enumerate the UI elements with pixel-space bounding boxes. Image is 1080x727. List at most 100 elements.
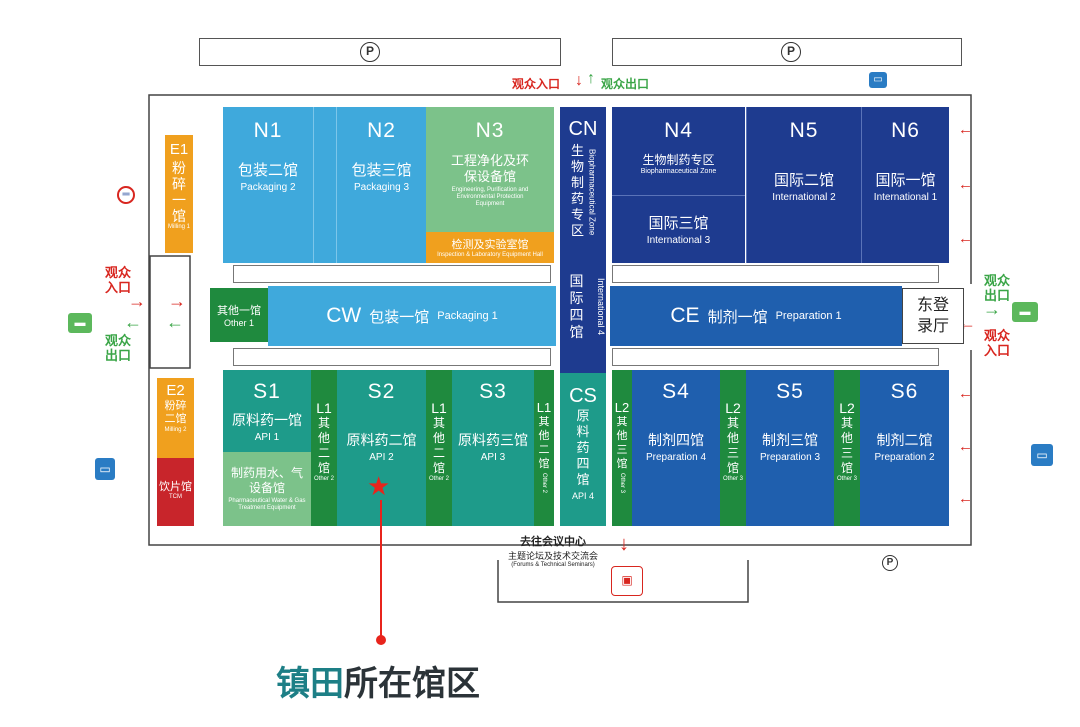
hall-l1-c[interactable]: L1 其他二馆 Other 2 bbox=[534, 370, 554, 526]
hall-l1-a[interactable]: L1 其他二馆 Other 2 bbox=[311, 370, 337, 526]
caption: 镇田所在馆区 bbox=[276, 656, 480, 705]
hall-name-en: Other 3 bbox=[722, 476, 743, 482]
hall-code: N6 bbox=[891, 119, 920, 142]
hall-code: S2 bbox=[367, 380, 396, 403]
hall-l2-c[interactable]: L2 其他三馆 Other 3 bbox=[834, 370, 860, 526]
hall-name-cn: 粉碎一馆 bbox=[172, 160, 186, 224]
hall-cs[interactable]: CS 原料药四馆 API 4 bbox=[560, 373, 606, 526]
conference-subtitle: 主题论坛及技术交流会 bbox=[507, 551, 598, 561]
hall-name-en: Preparation 1 bbox=[775, 310, 842, 322]
hall-name-cn: 生物制药专区 bbox=[570, 143, 584, 238]
hall-code: S3 bbox=[479, 380, 507, 403]
hall-cn[interactable]: CN 生物制药专区 Biopharmaceutical Zone bbox=[560, 107, 606, 263]
conference-title: 去往会议中心 bbox=[520, 536, 586, 548]
leader-line bbox=[380, 500, 382, 638]
hall-code: L1 bbox=[431, 400, 447, 416]
arrow-icon: ← bbox=[166, 312, 184, 332]
hall-name-cn: 原料药三馆 bbox=[458, 432, 528, 448]
hall-code: N4 bbox=[664, 119, 693, 142]
hall-n3-sub[interactable]: 检测及实验室馆 Inspection & Laboratory Equipmen… bbox=[426, 232, 554, 263]
hall-n1[interactable]: N1 包装二馆 Packaging 2 bbox=[223, 107, 313, 263]
right-exit-label: 观众出口 bbox=[983, 273, 1010, 303]
hall-intl4[interactable]: 国际四馆 International 4 bbox=[560, 263, 606, 373]
hall-code: CE bbox=[670, 304, 700, 327]
parking-icon: P bbox=[360, 42, 380, 62]
parking-lot-left: P bbox=[199, 38, 561, 66]
arrow-icon: → bbox=[128, 291, 146, 311]
hall-l2-b[interactable]: L2 其他三馆 Other 3 bbox=[720, 370, 746, 526]
hall-name-en: Other 1 bbox=[223, 318, 254, 328]
parking-icon: P bbox=[882, 555, 898, 571]
hall-s6[interactable]: S6 制剂二馆 Preparation 2 bbox=[860, 370, 949, 526]
hall-n4[interactable]: N4 生物制药专区 Biopharmaceutical Zone bbox=[612, 107, 745, 195]
hall-n4-sub[interactable]: 国际三馆 International 3 bbox=[612, 195, 745, 263]
bus-icon: ▭ bbox=[869, 72, 887, 88]
hall-name-en: Biopharmaceutical Zone bbox=[587, 148, 597, 236]
hall-name-en: International 3 bbox=[646, 235, 711, 246]
corridor bbox=[233, 265, 551, 283]
arrow-icon: ← bbox=[958, 121, 973, 138]
hall-name-en: Packaging 2 bbox=[240, 182, 296, 193]
hall-name-en: API 2 bbox=[369, 452, 394, 463]
hall-name-cn: 国际三馆 bbox=[648, 215, 709, 232]
hall-tcm[interactable]: 饮片馆 TCM bbox=[157, 458, 194, 526]
hall-e1[interactable]: E1 粉碎一馆 Milling 1 bbox=[165, 135, 193, 253]
parking-icon: P bbox=[781, 42, 801, 62]
top-exit-label: 观众出口 bbox=[601, 77, 650, 91]
hall-e2[interactable]: E2 粉碎二馆 Milling 2 bbox=[157, 378, 194, 458]
hall-name-en: Milling 1 bbox=[167, 224, 190, 230]
hall-code: L2 bbox=[839, 400, 855, 416]
hall-name-cn: 原料药一馆 bbox=[232, 412, 302, 428]
hall-code: N1 bbox=[253, 119, 283, 142]
hall-code: L2 bbox=[725, 400, 741, 416]
hall-name-en: International 1 bbox=[873, 192, 938, 203]
hall-name-cn: 粉碎二馆 bbox=[164, 400, 187, 425]
hall-code: N3 bbox=[475, 119, 505, 142]
caption-highlight: 镇田 bbox=[276, 665, 344, 703]
hall-name-en: Pharmaceutical Water & Gas Treatment Equ… bbox=[228, 498, 306, 511]
hall-name-cn: 其他三馆 bbox=[616, 416, 628, 470]
hall-l2-a[interactable]: L2 其他三馆 Other 3 bbox=[612, 370, 632, 526]
hall-name-en: Preparation 4 bbox=[645, 452, 707, 463]
hall-ce[interactable]: CE 制剂一馆 Preparation 1 bbox=[610, 286, 902, 346]
hall-l1-b[interactable]: L1 其他二馆 Other 2 bbox=[426, 370, 452, 526]
hall-s3[interactable]: S3 原料药三馆 API 3 bbox=[452, 370, 534, 526]
hall-name-cn: 原料药二馆 bbox=[346, 432, 417, 448]
hall-code: L1 bbox=[536, 400, 552, 415]
leader-dot bbox=[376, 635, 386, 645]
hall-name-cn: 生物制药专区 bbox=[642, 153, 715, 167]
hall-name-en: Biopharmaceutical Zone bbox=[640, 168, 717, 175]
hall-name-en: API 3 bbox=[480, 452, 506, 463]
hall-cw[interactable]: CW 包装一馆 Packaging 1 bbox=[268, 286, 556, 346]
hall-name-cn: 其他一馆 bbox=[217, 305, 261, 317]
hall-s4[interactable]: S4 制剂四馆 Preparation 4 bbox=[632, 370, 720, 526]
arrow-icon: → bbox=[168, 291, 186, 311]
lobby-label: 东登录厅 bbox=[916, 297, 949, 335]
hall-s1[interactable]: S1 原料药一馆 API 1 bbox=[223, 370, 311, 452]
arrow-icon: ← bbox=[958, 490, 973, 507]
hall-code: L1 bbox=[316, 400, 332, 416]
car-icon: ▬ bbox=[1012, 302, 1038, 322]
hall-n2[interactable]: N2 包装三馆 Packaging 3 bbox=[337, 107, 426, 263]
corridor bbox=[612, 265, 939, 283]
hall-n6[interactable]: N6 国际一馆 International 1 bbox=[861, 107, 949, 263]
hall-n5[interactable]: N5 国际二馆 International 2 bbox=[746, 107, 861, 263]
hall-code: N5 bbox=[789, 119, 819, 142]
hall-code: E1 bbox=[169, 141, 189, 158]
hall-name-en: Other 2 bbox=[428, 476, 449, 482]
hall-name-cn: 饮片馆 bbox=[159, 481, 192, 493]
right-entry-label: 观众入口 bbox=[983, 328, 1010, 358]
caption-rest: 所在馆区 bbox=[344, 665, 480, 703]
east-lobby[interactable]: 东登录厅 bbox=[902, 288, 964, 344]
hall-name-cn: 制剂三馆 bbox=[762, 432, 818, 448]
hall-n3[interactable]: N3 工程净化及环保设备馆 Engineering, Purification … bbox=[426, 107, 554, 232]
conference-center-icon: ▣ bbox=[611, 566, 643, 596]
hall-name-cn: 其他三馆 bbox=[840, 416, 853, 475]
hall-name-cn: 国际一馆 bbox=[875, 172, 936, 189]
hall-s1-sub[interactable]: 制药用水、气设备馆 Pharmaceutical Water & Gas Tre… bbox=[223, 452, 311, 526]
hall-s5[interactable]: S5 制剂三馆 Preparation 3 bbox=[746, 370, 834, 526]
hall-name-cn: 国际二馆 bbox=[773, 172, 834, 189]
hall-name-en: Other 3 bbox=[619, 473, 625, 494]
hall-other1[interactable]: 其他一馆 Other 1 bbox=[210, 288, 268, 342]
